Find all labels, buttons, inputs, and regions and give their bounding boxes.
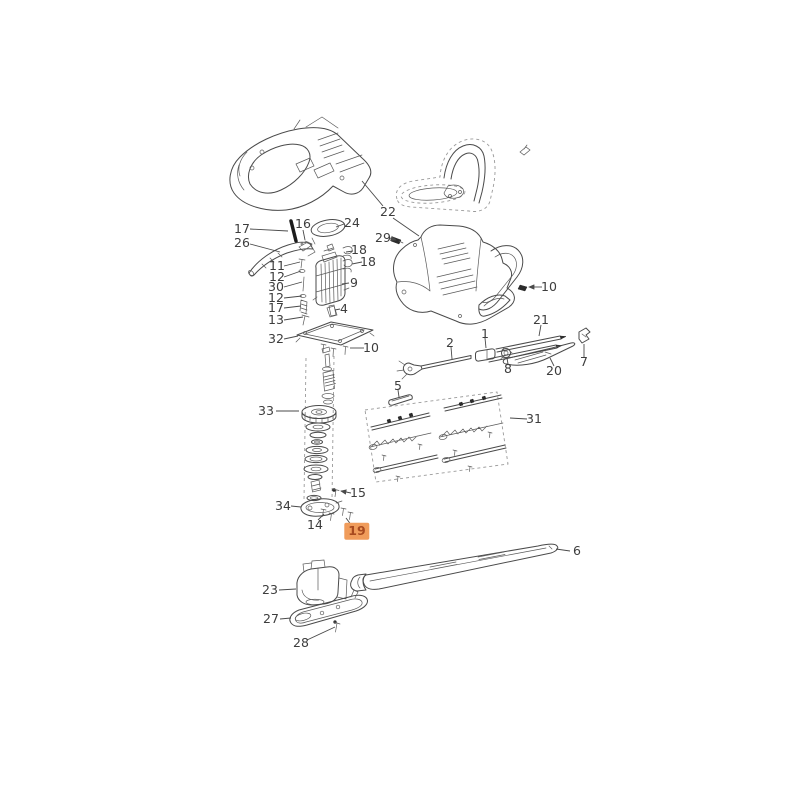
leader-line xyxy=(450,346,453,360)
part-label-21[interactable]: 21 xyxy=(533,311,549,327)
leader-line xyxy=(506,357,509,365)
leader-line xyxy=(283,316,304,321)
blade-bar xyxy=(487,327,591,366)
part-label-4[interactable]: 4 xyxy=(340,300,348,316)
leader-line xyxy=(279,617,292,620)
part-label-32[interactable]: 32 xyxy=(268,330,284,346)
leader-line xyxy=(249,243,281,253)
leader-line xyxy=(283,295,303,299)
part-label-12b[interactable]: 12 xyxy=(268,289,284,305)
leader-line xyxy=(306,626,336,641)
part-label-10b[interactable]: 10 xyxy=(541,278,557,294)
screw-10-right xyxy=(517,284,528,292)
part-label-26[interactable]: 26 xyxy=(234,234,250,250)
leader-line xyxy=(283,335,299,340)
leader-line xyxy=(340,489,352,495)
spacer xyxy=(388,394,413,406)
front-handle-housing xyxy=(229,116,372,211)
leader-line xyxy=(392,217,420,237)
part-label-9[interactable]: 9 xyxy=(350,274,358,290)
drive-rod xyxy=(396,347,513,380)
loop-handle xyxy=(395,138,531,212)
part-label-12a[interactable]: 12 xyxy=(269,268,285,284)
part-label-2[interactable]: 2 xyxy=(446,334,454,350)
part-label-23[interactable]: 23 xyxy=(262,581,278,597)
part-label-16[interactable]: 16 xyxy=(295,215,311,231)
handle-pin xyxy=(289,219,298,243)
part-label-31[interactable]: 31 xyxy=(526,410,542,426)
part-label-17a[interactable]: 17 xyxy=(234,220,250,236)
leader-line xyxy=(278,588,297,591)
base-plate-34 xyxy=(300,498,343,517)
leader-line xyxy=(335,223,345,228)
support-bracket xyxy=(248,241,316,277)
switch-parts xyxy=(298,237,316,252)
leader-line xyxy=(283,305,302,309)
gear-stack xyxy=(301,346,337,502)
part-label-13[interactable]: 13 xyxy=(268,311,284,327)
part-label-8[interactable]: 8 xyxy=(504,360,512,376)
part-label-6[interactable]: 6 xyxy=(573,542,581,558)
part-label-20[interactable]: 20 xyxy=(546,362,562,378)
part-label-30[interactable]: 30 xyxy=(268,278,284,294)
leader-line xyxy=(538,324,542,337)
part-label-33[interactable]: 33 xyxy=(258,402,274,418)
part-label-18a[interactable]: 18 xyxy=(351,241,367,257)
rear-housing xyxy=(393,224,524,325)
part-label-28[interactable]: 28 xyxy=(293,634,309,650)
gearbox-plate xyxy=(295,321,375,357)
part-label-7[interactable]: 7 xyxy=(580,353,588,369)
part-label-10a[interactable]: 10 xyxy=(363,339,379,355)
part-label-17b[interactable]: 17 xyxy=(268,299,284,315)
leader-line xyxy=(283,281,303,288)
part-label-14[interactable]: 14 xyxy=(307,516,323,532)
screw-28 xyxy=(333,620,341,633)
part-label-1[interactable]: 1 xyxy=(481,325,489,341)
part-label-18b[interactable]: 18 xyxy=(360,253,376,269)
part-label-15[interactable]: 15 xyxy=(350,484,366,500)
motor-screws xyxy=(298,258,310,326)
part-label-11[interactable]: 11 xyxy=(269,257,285,273)
gear-housing-23 xyxy=(296,559,348,606)
guard-plate-27 xyxy=(289,589,368,627)
leader-line xyxy=(484,337,487,349)
brush-holder-4 xyxy=(326,305,338,318)
screws-14 xyxy=(320,508,335,521)
blade-set-box xyxy=(364,391,509,483)
leader-line xyxy=(334,308,341,311)
screws-19 xyxy=(340,507,354,520)
leader-line xyxy=(351,261,363,265)
leader-line xyxy=(302,229,306,241)
part-label-22[interactable]: 22 xyxy=(380,203,396,219)
part-label-5[interactable]: 5 xyxy=(394,377,402,393)
leader-line xyxy=(555,548,571,552)
leader-line xyxy=(341,282,350,285)
leader-line xyxy=(509,417,528,420)
part-label-24[interactable]: 24 xyxy=(344,214,360,230)
leader-line xyxy=(283,270,302,278)
screw-15 xyxy=(332,488,340,498)
leader-line xyxy=(389,235,397,241)
part-label-29[interactable]: 29 xyxy=(375,229,391,245)
part-label-34[interactable]: 34 xyxy=(275,497,291,513)
leader-line xyxy=(345,250,354,253)
blade-sheath xyxy=(350,543,559,592)
leader-line xyxy=(317,513,325,521)
leader-line xyxy=(397,389,400,398)
part-label-19[interactable]: 19 xyxy=(344,522,370,540)
motor xyxy=(312,243,350,317)
part-label-27[interactable]: 27 xyxy=(263,610,279,626)
leader-line xyxy=(290,505,302,508)
leader-lines xyxy=(249,180,585,641)
leader-line xyxy=(249,228,289,232)
leader-line xyxy=(283,261,301,267)
leader-line xyxy=(361,180,384,207)
leader-line xyxy=(549,357,555,367)
